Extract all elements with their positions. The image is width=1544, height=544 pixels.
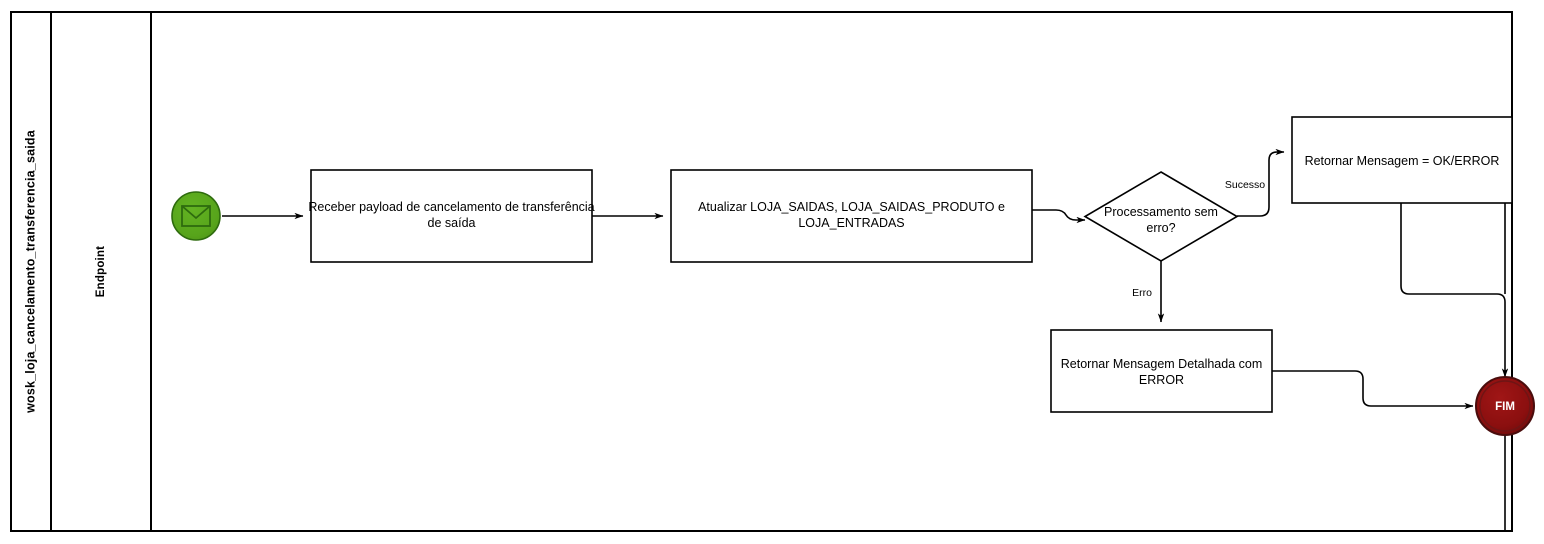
task-receber-payload[interactable]: Receber payload de cancelamento de trans… bbox=[308, 169, 595, 263]
lane-label-endpoint: Endpoint bbox=[95, 246, 107, 297]
task-atualizar-line1: Atualizar LOJA_SAIDAS, LOJA_SAIDAS_PRODU… bbox=[698, 200, 1005, 214]
flow-ok-to-end bbox=[1400, 203, 1509, 378]
task-retornar-erro-line2: ERROR bbox=[1139, 373, 1184, 387]
task-box[interactable] bbox=[310, 169, 593, 263]
end-event-fim[interactable]: FIM bbox=[1475, 376, 1535, 436]
task-atualizar-line2: LOJA_ENTRADAS bbox=[798, 216, 904, 230]
gateway-processamento-sem-erro[interactable]: Processamento sem erro? bbox=[1083, 171, 1239, 262]
pool: wosk_loja_cancelamento_transferencia_sai… bbox=[10, 11, 1513, 532]
sequence-flows bbox=[222, 148, 1509, 531]
task-box[interactable] bbox=[1291, 116, 1513, 204]
gateway-diamond[interactable] bbox=[1083, 171, 1239, 262]
flow-error-to-end bbox=[1272, 370, 1474, 410]
flow-gateway-sucesso bbox=[1237, 148, 1285, 217]
gateway-label-line2: erro? bbox=[1146, 221, 1175, 235]
end-event-label: FIM bbox=[1495, 401, 1515, 413]
task-retornar-ok-line1: Retornar Mensagem = OK/ERROR bbox=[1305, 154, 1500, 168]
task-retornar-erro-line1: Retornar Mensagem Detalhada com bbox=[1061, 357, 1263, 371]
end-event-inner-ring bbox=[1479, 380, 1531, 432]
edge-label-erro: Erro bbox=[1132, 287, 1152, 299]
task-receber-payload-line2: de saída bbox=[428, 216, 476, 230]
task-atualizar-tabelas[interactable]: Atualizar LOJA_SAIDAS, LOJA_SAIDAS_PRODU… bbox=[670, 169, 1033, 263]
pool-label: wosk_loja_cancelamento_transferencia_sai… bbox=[23, 129, 37, 414]
envelope-icon bbox=[181, 205, 211, 227]
task-retornar-mensagem-erro[interactable]: Retornar Mensagem Detalhada com ERROR bbox=[1050, 329, 1273, 413]
task-box[interactable] bbox=[670, 169, 1033, 263]
task-receber-payload-line1: Receber payload de cancelamento de trans… bbox=[308, 200, 594, 214]
flow-update-to-gateway bbox=[1032, 209, 1086, 224]
envelope-flap-icon bbox=[181, 205, 211, 220]
gateway-label-line1: Processamento sem bbox=[1104, 205, 1218, 219]
start-event-circle[interactable] bbox=[171, 191, 221, 241]
start-event-message[interactable] bbox=[171, 191, 221, 241]
pool-border bbox=[10, 11, 1513, 532]
task-box[interactable] bbox=[1050, 329, 1273, 413]
end-event-circle[interactable] bbox=[1475, 376, 1535, 436]
task-retornar-mensagem-ok[interactable]: Retornar Mensagem = OK/ERROR bbox=[1291, 116, 1513, 204]
edge-label-sucesso: Sucesso bbox=[1225, 179, 1265, 191]
